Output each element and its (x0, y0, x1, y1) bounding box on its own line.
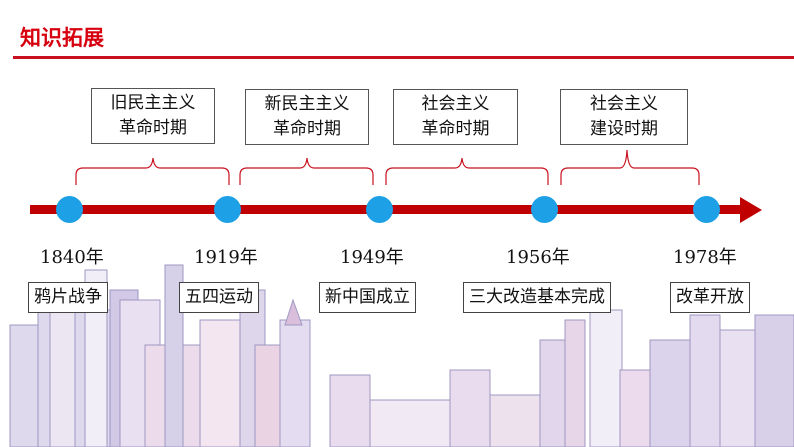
period-line: 旧民主主义 (110, 93, 196, 113)
year-label: 1919年 (194, 243, 258, 269)
timeline-dot (693, 196, 720, 223)
period-line: 社会主义 (421, 94, 490, 114)
period-line: 建设时期 (590, 119, 658, 139)
period-line: 社会主义 (590, 94, 658, 114)
timeline-arrow-icon (740, 197, 762, 223)
event-box: 新中国成立 (319, 282, 416, 313)
period-line: 革命时期 (119, 118, 187, 138)
slide-title: 知识拓展 (20, 26, 104, 50)
year-label: 1978年 (673, 243, 737, 269)
period-line: 革命时期 (273, 119, 341, 139)
event-box: 改革开放 (670, 282, 750, 313)
year-label: 1840年 (40, 243, 104, 269)
period-box: 新民主主义革命时期 (245, 89, 369, 145)
event-box: 三大改造基本完成 (463, 282, 611, 313)
period-line: 新民主主义 (264, 94, 350, 114)
period-box: 旧民主主义革命时期 (91, 88, 215, 144)
timeline-dot (56, 196, 83, 223)
timeline-dot (366, 196, 393, 223)
timeline-dot (531, 196, 558, 223)
event-box: 鸦片战争 (28, 282, 108, 313)
year-label: 1949年 (340, 243, 404, 269)
period-braces (75, 149, 700, 185)
title-divider (13, 56, 794, 59)
period-line: 革命时期 (421, 119, 490, 139)
year-label: 1956年 (506, 243, 570, 269)
period-box: 社会主义革命时期 (393, 89, 518, 145)
timeline-dot (214, 196, 241, 223)
period-box: 社会主义建设时期 (560, 89, 688, 145)
event-box: 五四运动 (179, 282, 259, 313)
